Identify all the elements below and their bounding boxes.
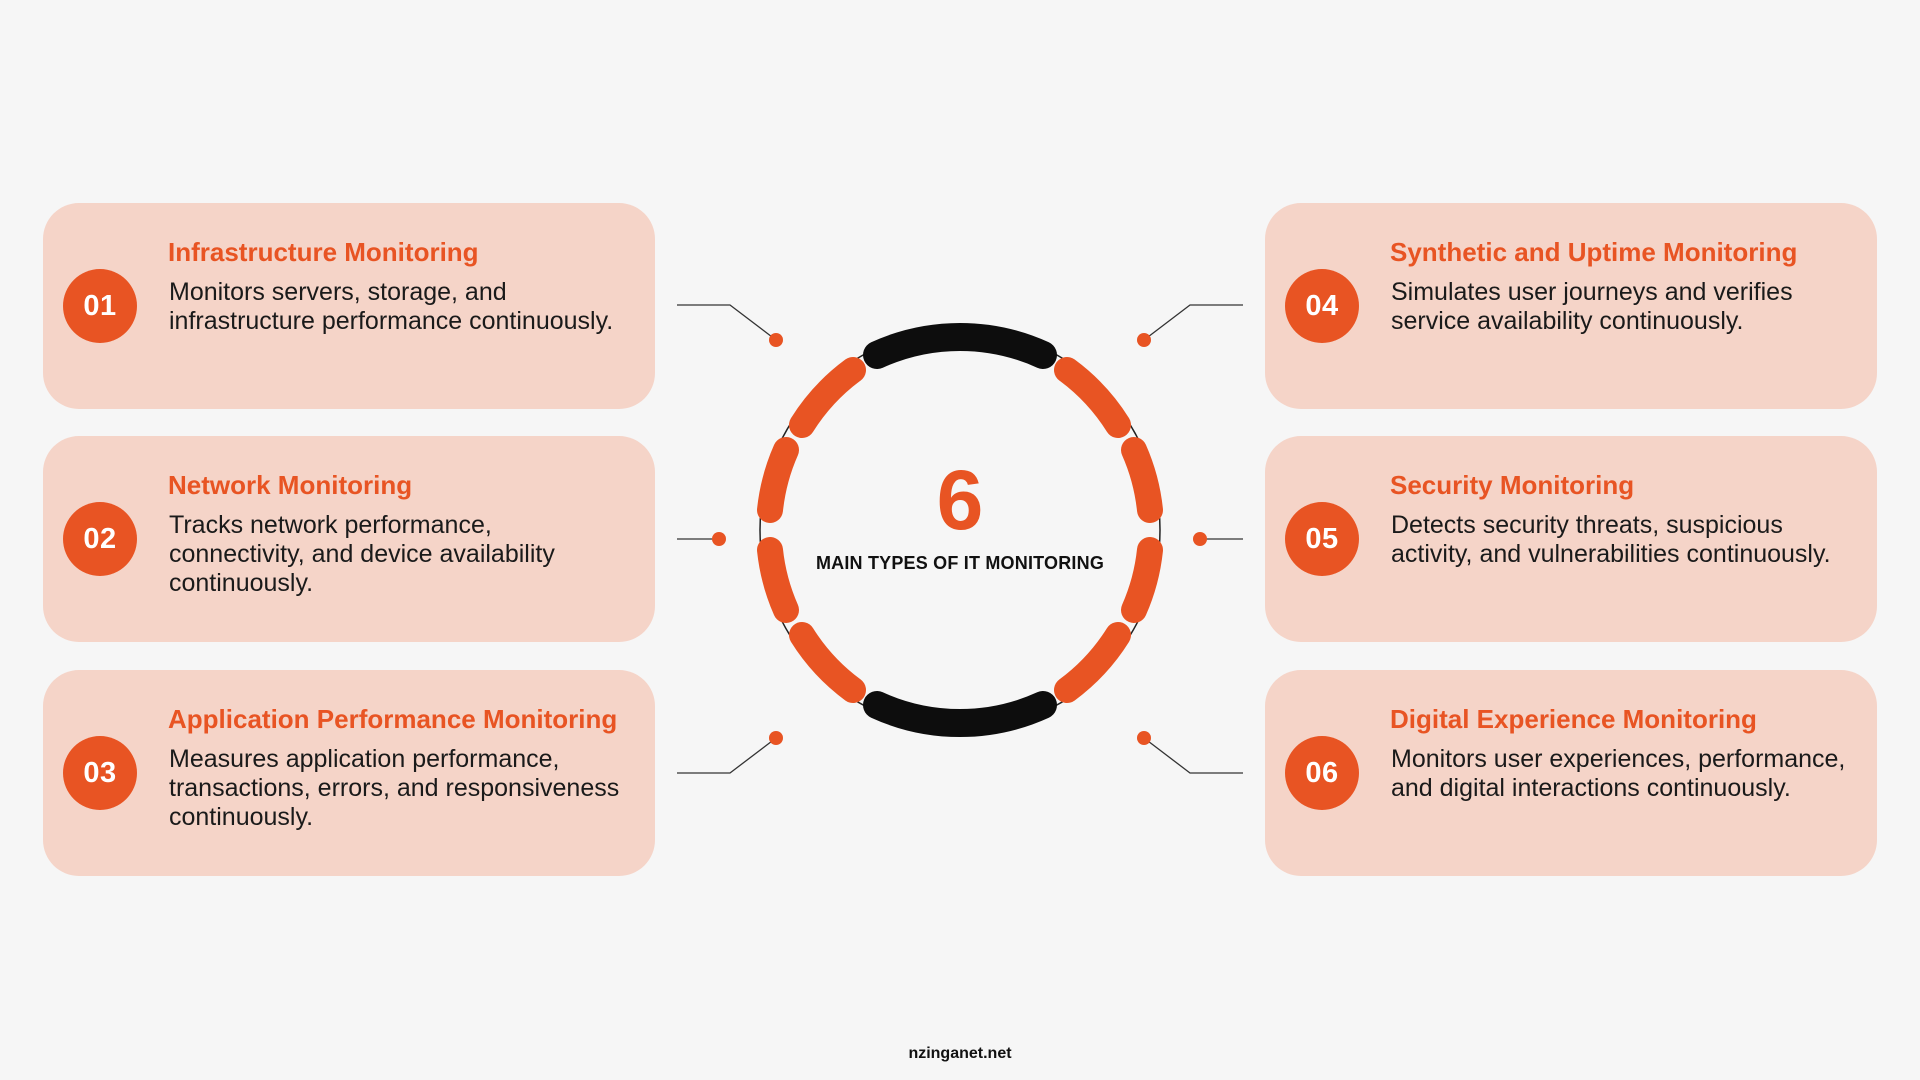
card-number-badge: 03 [63, 736, 137, 810]
card-description: Detects security threats, suspicious act… [1391, 511, 1831, 568]
connector-dot-03 [769, 731, 783, 745]
connector-dot-02 [712, 532, 726, 546]
ring-top-arc [863, 323, 1057, 369]
ring-segment-upper-right [1054, 357, 1131, 438]
card-description: Tracks network performance, connectivity… [169, 511, 555, 597]
card-network-monitoring: 02 Network Monitoring Tracks network per… [43, 436, 655, 642]
ring-segment-lower-left [789, 622, 866, 703]
card-title: Infrastructure Monitoring [168, 237, 479, 267]
connector-line-04 [1143, 304, 1243, 341]
connector-dot-04 [1137, 333, 1151, 347]
ring-segment-mid-right-top [1121, 437, 1163, 523]
card-description: Simulates user journeys and verifies ser… [1391, 278, 1793, 335]
connector-line-01 [677, 304, 777, 341]
connector-line-06 [1143, 737, 1243, 774]
connector-line-03 [677, 737, 777, 774]
card-digital-experience-monitoring: 06 Digital Experience Monitoring Monitor… [1265, 670, 1877, 876]
card-title: Digital Experience Monitoring [1390, 704, 1757, 734]
card-title: Security Monitoring [1390, 470, 1635, 500]
center-caption: MAIN TYPES OF IT MONITORING [815, 553, 1105, 573]
card-synthetic-uptime-monitoring: 04 Synthetic and Uptime Monitoring Simul… [1265, 203, 1877, 409]
card-title: Synthetic and Uptime Monitoring [1390, 237, 1798, 267]
card-title: Application Performance Monitoring [168, 704, 618, 734]
card-title: Network Monitoring [168, 470, 413, 500]
card-number-badge: 01 [63, 269, 137, 343]
card-application-performance-monitoring: 03 Application Performance Monitoring Me… [43, 670, 655, 876]
connector-dot-05 [1193, 532, 1207, 546]
card-description: Monitors user experiences, performance, … [1391, 745, 1846, 802]
ring-bottom-arc [863, 691, 1057, 737]
card-security-monitoring: 05 Security Monitoring Detects security … [1265, 436, 1877, 642]
footer-site-name: nzinganet.net [908, 1045, 1012, 1062]
connector-dot-01 [769, 333, 783, 347]
card-infrastructure-monitoring: 01 Infrastructure Monitoring Monitors se… [43, 203, 655, 409]
card-number-badge: 04 [1285, 269, 1359, 343]
ring-segment-lower-right [1054, 622, 1131, 703]
card-description: Monitors servers, storage, and infrastru… [169, 278, 614, 335]
ring-segment-mid-right-bottom [1121, 537, 1163, 623]
card-description: Measures application performance, transa… [169, 745, 620, 831]
card-number-badge: 05 [1285, 502, 1359, 576]
center-number: 6 [936, 453, 984, 547]
card-number-badge: 02 [63, 502, 137, 576]
card-number-badge: 06 [1285, 736, 1359, 810]
ring-segment-mid-left-top [757, 437, 799, 523]
connector-dot-06 [1137, 731, 1151, 745]
ring-segment-mid-left-bottom [757, 537, 799, 623]
ring-segment-upper-left [789, 357, 866, 438]
